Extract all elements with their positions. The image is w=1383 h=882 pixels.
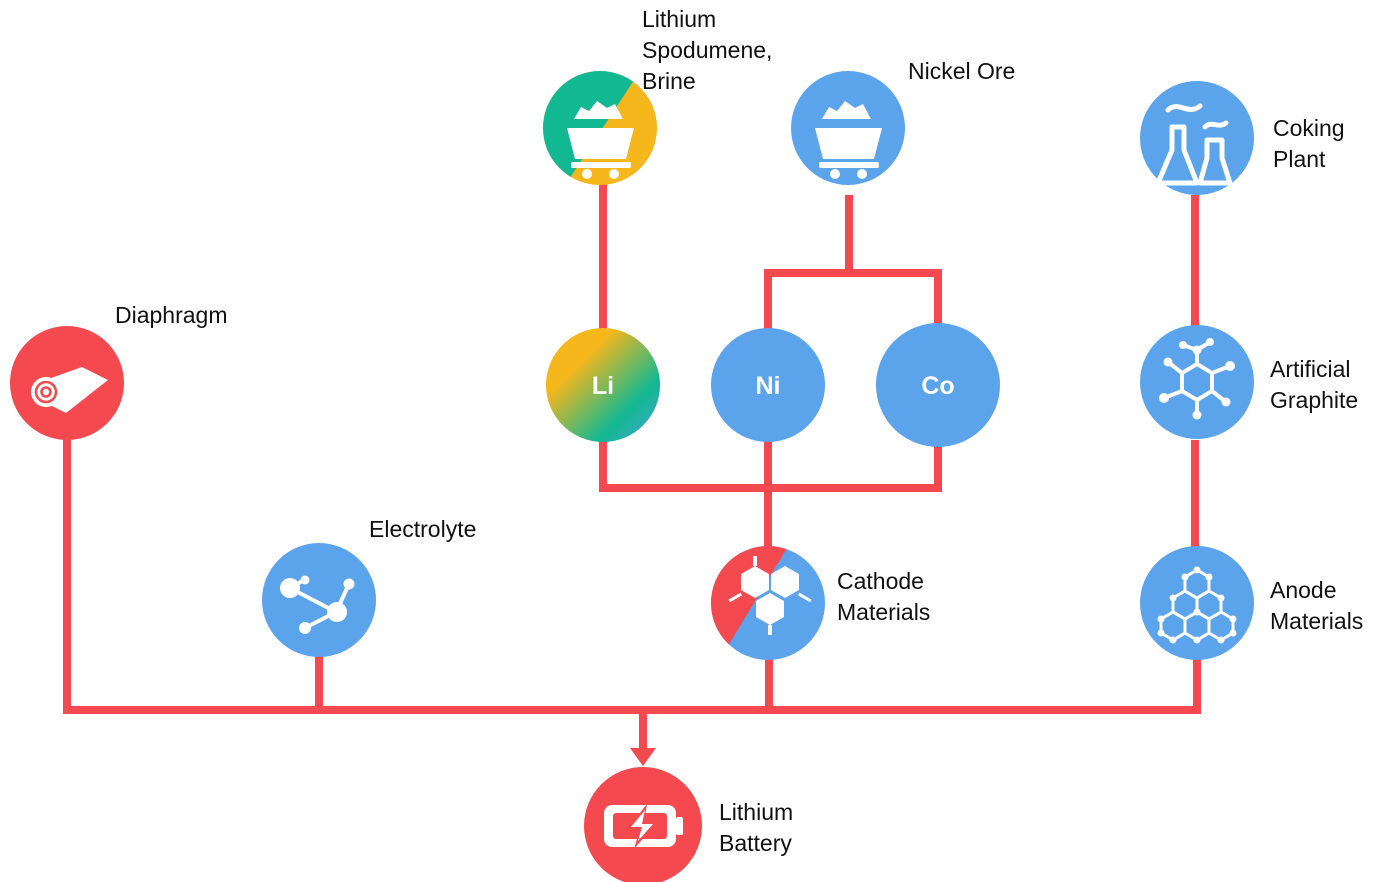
anode-materials-label: Anode Materials [1270,577,1364,634]
connector-nickel-ore-split [764,195,853,330]
coking-plant-label: Coking Plant [1273,115,1345,172]
node-diaphragm [10,326,124,440]
hexagon-structure-icon [728,556,812,635]
li-symbol: Li [592,372,614,400]
cathode-materials-label: Cathode Materials [837,568,931,625]
connectors [63,180,1201,748]
diaphragm-label: Diaphragm [115,302,228,328]
artificial-graphite-label: Artificial Graphite [1270,356,1359,413]
lithium-battery-label: Lithium Battery [719,799,794,856]
mine-cart-icon [567,101,634,179]
node-artificial-graphite [1140,325,1254,439]
ni-symbol: Ni [756,372,781,400]
node-coking-plant [1140,81,1254,195]
molecule-icon [280,575,355,634]
arrow-head [630,748,656,766]
connector-bus [63,432,1201,714]
node-nickel-ore [791,71,905,185]
node-lithium-ore [543,71,657,185]
node-cathode-materials [711,546,825,660]
nickel-ore-label: Nickel Ore [908,58,1016,84]
lithium-ore-label: Lithium Spodumene, Brine [642,6,773,94]
charging-battery-icon [604,804,683,849]
factory-icon [1155,103,1233,186]
node-co: Co [876,323,1000,447]
node-electrolyte [262,543,376,657]
mine-cart-icon [815,101,882,179]
electrolyte-label: Electrolyte [369,516,477,542]
node-anode-materials [1140,546,1254,660]
connector-nickel-ore-co [849,269,942,330]
co-symbol: Co [921,372,954,400]
node-ni: Ni [711,328,825,442]
node-lithium-battery [584,767,702,882]
film-roll-icon [31,367,108,413]
node-li: Li [546,328,660,442]
